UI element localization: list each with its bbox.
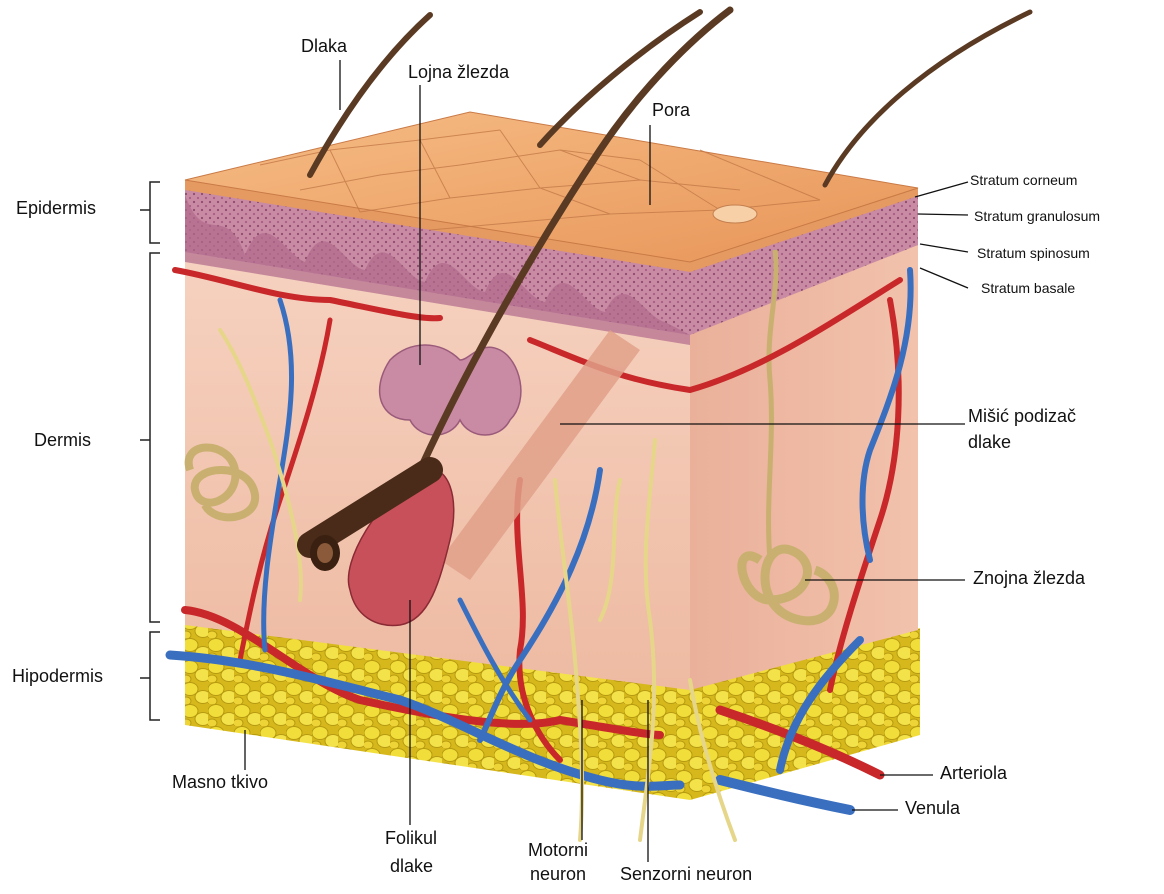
- dermis-bracket: [140, 253, 160, 622]
- label-venula: Venula: [905, 798, 960, 819]
- hipodermis-bracket: [140, 632, 160, 720]
- label-dlaka: Dlaka: [301, 36, 347, 57]
- label-stratum-corneum: Stratum corneum: [970, 172, 1077, 188]
- label-misic-podizac-line1: Mišić podizač: [968, 406, 1076, 427]
- label-stratum-granulosum: Stratum granulosum: [974, 208, 1100, 224]
- layer-brackets: [140, 182, 160, 720]
- label-senzorni-neuron: Senzorni neuron: [620, 864, 752, 885]
- label-stratum-spinosum: Stratum spinosum: [977, 245, 1090, 261]
- label-arteriola: Arteriola: [940, 763, 1007, 784]
- label-hipodermis: Hipodermis: [12, 666, 103, 687]
- epidermis-bracket: [140, 182, 160, 243]
- label-lojna-zlezda: Lojna žlezda: [408, 62, 509, 83]
- label-znojna-zlezda: Znojna žlezda: [973, 568, 1085, 589]
- label-pora: Pora: [652, 100, 690, 121]
- label-folikul-line2: dlake: [390, 856, 433, 877]
- label-motorni-line1: Motorni: [528, 840, 588, 861]
- pore: [713, 205, 757, 223]
- label-folikul-line1: Folikul: [385, 828, 437, 849]
- label-misic-podizac-line2: dlake: [968, 432, 1011, 453]
- label-epidermis: Epidermis: [16, 198, 96, 219]
- label-motorni-line2: neuron: [530, 864, 586, 885]
- label-stratum-basale: Stratum basale: [981, 280, 1075, 296]
- label-masno-tkivo: Masno tkivo: [172, 772, 268, 793]
- label-dermis: Dermis: [34, 430, 91, 451]
